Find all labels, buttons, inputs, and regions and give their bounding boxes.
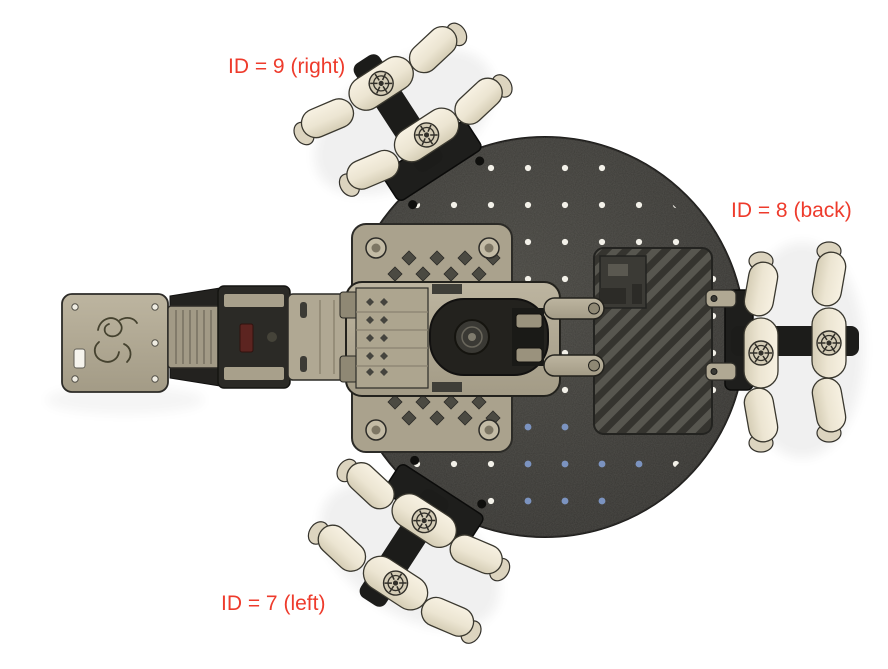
label-wheel-7-text: ID = 7 (left) [221, 592, 326, 615]
gripper-plate [61, 293, 169, 393]
arm-motor [454, 319, 490, 355]
wrist-motor [217, 285, 291, 389]
label-wheel-8-back: ID = 8 (back) [731, 199, 852, 223]
mount-plate-screw-posts [365, 237, 500, 441]
label-wheel-8-text: ID = 8 (back) [731, 199, 852, 222]
label-wheel-9-right: ID = 9 (right) [228, 55, 345, 79]
logo-engraving [93, 316, 138, 363]
wrist-hinge [167, 305, 221, 369]
vent-box [593, 247, 713, 435]
label-wheel-7-left: ID = 7 (left) [221, 592, 325, 616]
carriage-diamond-holes [366, 298, 388, 376]
robot-arm [61, 281, 605, 397]
connector-red [239, 323, 254, 353]
fork-prong-top [543, 297, 605, 320]
forearm-link [287, 293, 351, 381]
calibration-holes-blue [524, 423, 643, 505]
fork-prong-bottom [543, 354, 605, 377]
label-wheel-9-text: ID = 9 (right) [228, 55, 346, 78]
arm-body [339, 281, 605, 397]
